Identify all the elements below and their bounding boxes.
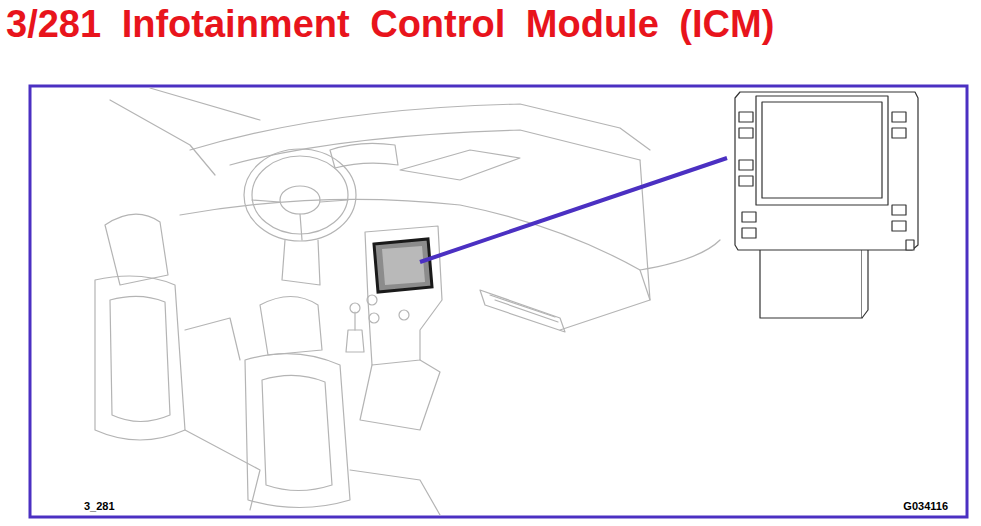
- figure-code: G034116: [903, 500, 948, 512]
- roof-line: [150, 88, 260, 120]
- frame: [30, 86, 967, 517]
- steering-hub: [280, 186, 320, 214]
- left-seat-back: [95, 276, 185, 440]
- knob: [369, 313, 379, 323]
- title: 3/281 Infotainment Control Module (ICM): [6, 4, 774, 46]
- door-trim: [185, 318, 240, 360]
- side-vent: [480, 290, 565, 332]
- display-glass: [762, 102, 882, 198]
- module-detail: [735, 92, 918, 318]
- left-headrest: [105, 214, 168, 285]
- console: [360, 360, 440, 430]
- knob: [399, 310, 409, 320]
- right-seat-panel: [262, 375, 332, 490]
- vent-slats: [490, 295, 558, 322]
- button: [739, 128, 753, 138]
- control-panel: [735, 92, 918, 250]
- right-seat-back: [245, 354, 350, 508]
- button: [892, 128, 906, 138]
- leader-line: [420, 158, 727, 262]
- button: [892, 112, 906, 122]
- steering-column: [282, 240, 320, 285]
- instrument-cluster: [330, 143, 398, 168]
- figure-code: 3_281: [84, 500, 115, 512]
- module-location: [374, 239, 432, 292]
- display: [756, 96, 888, 205]
- steering-wheel: [244, 149, 356, 241]
- steering-spokes: [252, 200, 348, 240]
- a-pillar: [110, 100, 215, 175]
- dash-vent-top: [400, 150, 520, 180]
- dash-front: [180, 199, 650, 300]
- car-interior: [95, 88, 720, 515]
- button: [892, 221, 906, 231]
- right-seat-cushion: [350, 470, 440, 515]
- button: [892, 205, 906, 215]
- gear-stick: [354, 312, 355, 330]
- right-headrest: [260, 297, 322, 356]
- clip: [906, 240, 914, 250]
- left-seat-panel: [110, 296, 170, 421]
- door-line: [640, 240, 720, 270]
- module-screen: [382, 246, 425, 285]
- dash-top: [190, 104, 650, 150]
- button: [742, 228, 756, 238]
- center-stack: [365, 226, 442, 365]
- button: [739, 112, 753, 122]
- gear-boot: [346, 330, 364, 352]
- button: [739, 176, 753, 186]
- module-highlight: [374, 239, 432, 292]
- gear-knob: [350, 303, 360, 313]
- button: [739, 160, 753, 170]
- dash-end: [560, 160, 650, 330]
- left-seat-cushion: [185, 430, 260, 510]
- knob: [367, 295, 377, 305]
- button: [742, 212, 756, 222]
- steering-wheel-inner: [252, 156, 348, 234]
